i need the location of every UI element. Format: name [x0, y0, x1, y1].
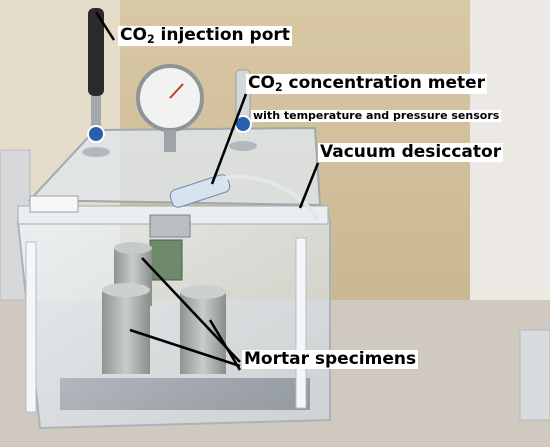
- desiccator-frame-left: [25, 241, 37, 413]
- callout-meter-post: concentration meter: [282, 73, 486, 93]
- callout-meter-sub: 2: [274, 80, 283, 94]
- desiccator-frame-right: [295, 237, 307, 409]
- leader-concentration-meter: [210, 93, 248, 185]
- injection-port-fitting: [91, 96, 101, 128]
- leader-vacuum-desiccator: [298, 162, 320, 209]
- mortar-specimen-left-top: [102, 283, 150, 297]
- pressure-gauge-needle: [169, 83, 184, 99]
- sensor-cable: [224, 174, 320, 222]
- callout-mortar-specimens: Mortar specimens: [242, 349, 419, 370]
- callout-meter-pre: CO: [248, 73, 275, 93]
- mortar-specimen-back-top: [114, 242, 152, 254]
- leader-lines: [94, 11, 320, 371]
- callout-injection-port-sub: 2: [146, 32, 155, 46]
- callout-injection-port: CO2 injection port: [118, 25, 292, 47]
- right-valve-base: [229, 141, 257, 151]
- lid-latch: [149, 214, 191, 238]
- pressure-gauge-stem: [164, 130, 176, 152]
- injection-port-valve: [87, 125, 105, 143]
- co2-meter-device: [169, 174, 231, 208]
- callout-concentration-meter: CO2 concentration meter: [246, 73, 488, 95]
- leader-mortar-right: [208, 319, 242, 371]
- side-equipment-right: [519, 329, 550, 421]
- callout-vacuum-desiccator: Vacuum desiccator: [318, 142, 504, 163]
- callout-injection-port-pre: CO: [120, 25, 147, 45]
- desiccator-tag: [29, 195, 79, 213]
- interior-fixture: [149, 239, 183, 281]
- injection-port-tube: [88, 8, 104, 96]
- callout-injection-port-post: injection port: [154, 25, 290, 45]
- callout-meter-sensors: with temperature and pressure sensors: [251, 109, 502, 123]
- leader-injection-port: [94, 11, 116, 41]
- leader-mortar-left: [129, 328, 241, 368]
- mortar-specimen-left: [102, 290, 150, 374]
- mortar-specimen-right-top: [180, 285, 226, 299]
- injection-port-base: [82, 147, 110, 157]
